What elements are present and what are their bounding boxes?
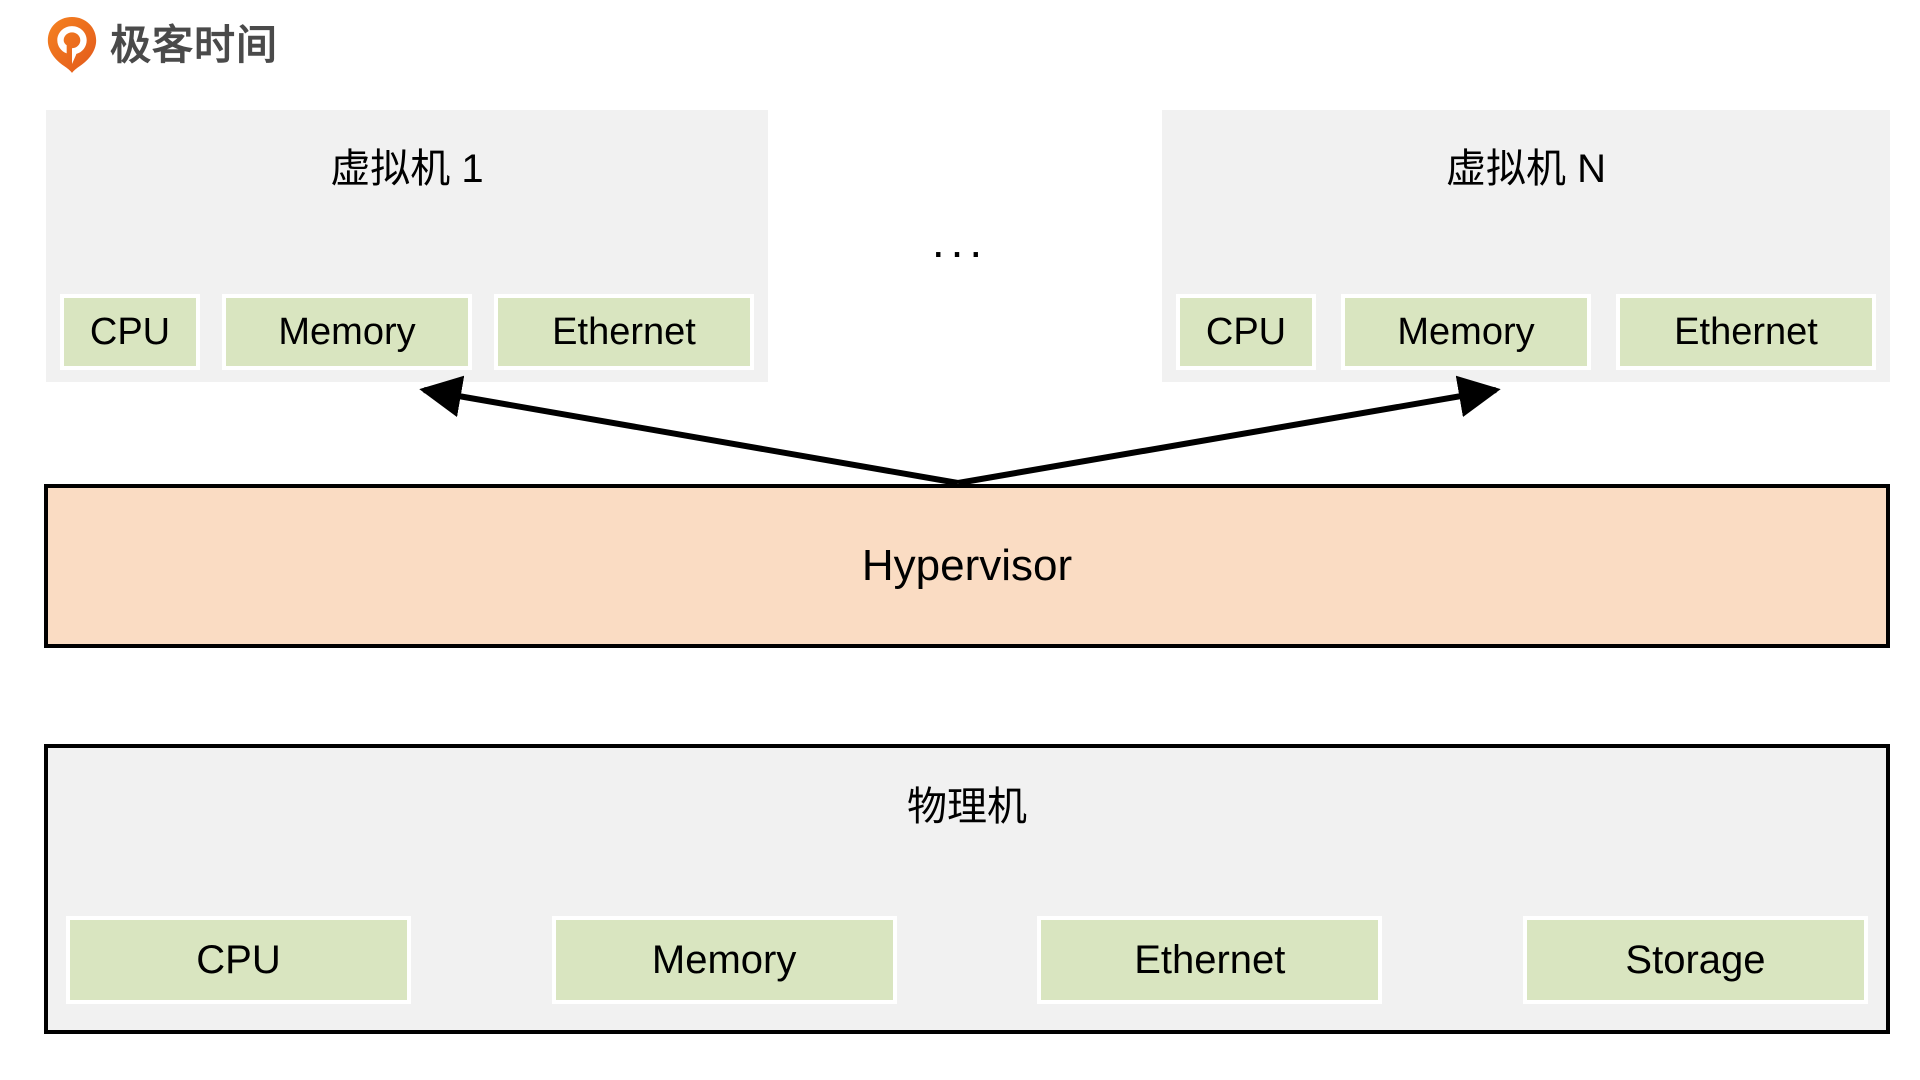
vmn-resource-ethernet: Ethernet [1616,294,1876,370]
vmn-title: 虚拟机 N [1446,147,1606,191]
physical-resource-row: CPU Memory Ethernet Storage [66,916,1868,1004]
physical-machine-box: 物理机 CPU Memory Ethernet Storage [44,744,1890,1034]
physical-machine-title: 物理机 [907,785,1027,829]
vm1-title: 虚拟机 1 [330,147,484,191]
vm-ellipsis: ... [931,215,989,267]
brand-logo: 极客时间 [46,16,278,74]
physical-resource-storage: Storage [1522,916,1868,1004]
hypervisor-box: Hypervisor [44,484,1890,648]
hypervisor-label: Hypervisor [861,541,1073,590]
brand-name: 极客时间 [110,21,278,68]
vm1-resource-cpu: CPU [60,294,200,370]
physical-resource-cpu: CPU [66,916,411,1004]
physical-resource-ethernet: Ethernet [1037,916,1383,1004]
geektime-pin-icon [46,16,98,74]
virtual-machine-n: 虚拟机 N CPU Memory Ethernet [1162,110,1890,382]
physical-resource-memory: Memory [551,916,897,1004]
arrow-to-vm1 [419,375,959,486]
vmn-resource-cpu: CPU [1176,294,1316,370]
vm1-resource-ethernet: Ethernet [494,294,754,370]
vmn-resource-memory: Memory [1341,294,1591,370]
vm1-resource-memory: Memory [222,294,472,370]
virtual-machine-1: 虚拟机 1 CPU Memory Ethernet [46,110,768,382]
vm1-resource-row: CPU Memory Ethernet [60,294,754,370]
arrow-to-vmn [957,375,1501,486]
vmn-resource-row: CPU Memory Ethernet [1176,294,1876,370]
